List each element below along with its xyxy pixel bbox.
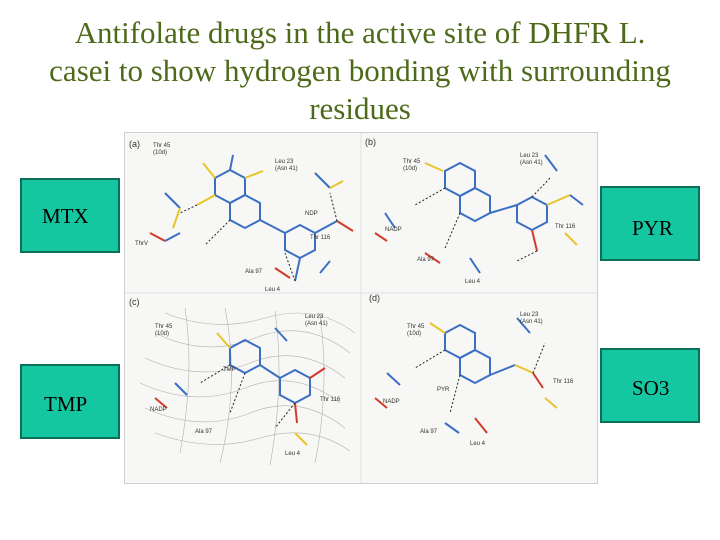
panel-b-structure [374, 154, 584, 274]
svg-text:Ala 97: Ala 97 [195, 429, 213, 435]
svg-text:Thr 116: Thr 116 [553, 379, 574, 385]
svg-text:Thr 45: Thr 45 [153, 143, 171, 149]
panel-label-b: (b) [365, 137, 376, 147]
svg-text:Thr 45: Thr 45 [155, 324, 173, 330]
svg-text:Leu 23: Leu 23 [305, 314, 324, 320]
svg-text:Ala 97: Ala 97 [245, 269, 263, 275]
svg-text:Leu 4: Leu 4 [265, 287, 281, 293]
slide-title: Antifolate drugs in the active site of D… [49, 15, 671, 126]
svg-text:(Asn 41): (Asn 41) [520, 160, 543, 166]
svg-text:Leu 23: Leu 23 [520, 312, 539, 318]
svg-text:Thr 116: Thr 116 [555, 224, 576, 230]
dhfr-active-site-figure: (a) (b) (c) (d) [124, 132, 598, 484]
svg-text:(Asn 41): (Asn 41) [520, 319, 543, 325]
svg-text:Thr 45: Thr 45 [407, 324, 425, 330]
label-pyr: PYR [600, 186, 700, 261]
svg-text:NADP: NADP [150, 407, 167, 413]
panel-d-hbonds [414, 342, 546, 414]
svg-text:Leu 4: Leu 4 [465, 279, 481, 285]
svg-text:Thr 116: Thr 116 [310, 235, 331, 241]
svg-text:Leu 23: Leu 23 [520, 153, 539, 159]
svg-text:Leu 4: Leu 4 [470, 441, 486, 447]
svg-text:(10d): (10d) [155, 331, 169, 337]
panel-d-structure [374, 317, 558, 434]
panel-c-mesh [139, 307, 356, 466]
panel-label-c: (c) [129, 297, 140, 307]
svg-text:(10d): (10d) [403, 166, 417, 172]
panel-label-a: (a) [129, 139, 140, 149]
svg-text:Leu 23: Leu 23 [275, 159, 294, 165]
panel-c-structure [154, 327, 326, 446]
svg-text:NADP: NADP [383, 399, 400, 405]
label-so3: SO3 [600, 348, 700, 423]
svg-text:Leu 4: Leu 4 [285, 451, 301, 457]
panel-b-hbonds [414, 177, 551, 262]
svg-text:Thr 116: Thr 116 [320, 397, 341, 403]
svg-text:NADP: NADP [385, 227, 402, 233]
svg-text:(Asn 41): (Asn 41) [275, 166, 298, 172]
molecular-structure-image: (a) (b) (c) (d) [125, 133, 597, 483]
panel-a-hbonds [179, 192, 338, 282]
panel-label-d: (d) [369, 293, 380, 303]
svg-text:NDP: NDP [305, 211, 318, 217]
svg-text:TMP: TMP [223, 367, 236, 373]
svg-text:(10d): (10d) [153, 150, 167, 156]
svg-text:Thr 45: Thr 45 [403, 159, 421, 165]
label-mtx: MTX [20, 178, 120, 253]
svg-text:(Asn 41): (Asn 41) [305, 321, 328, 327]
label-tmp: TMP [20, 364, 120, 439]
panel-c-hbonds [199, 364, 296, 429]
svg-text:ThrV: ThrV [135, 241, 148, 247]
svg-text:PYR: PYR [437, 387, 450, 393]
svg-text:Ala 97: Ala 97 [417, 257, 435, 263]
panel-a-structure [149, 154, 354, 282]
svg-text:Ala 97: Ala 97 [420, 429, 438, 435]
svg-text:(10d): (10d) [407, 331, 421, 337]
